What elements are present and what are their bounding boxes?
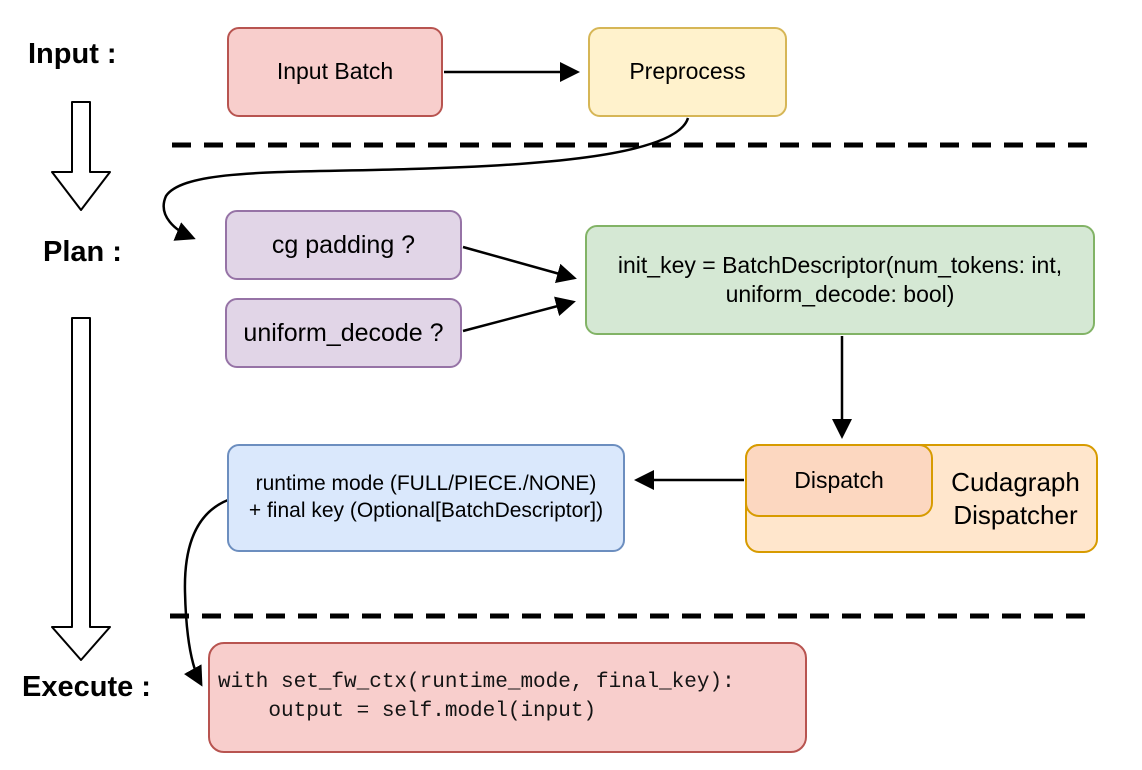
edge-cgpadding-initkey — [462, 245, 577, 284]
node-cg-padding-label: cg padding ? — [271, 231, 416, 259]
node-init-key-line1: init_key = BatchDescriptor(num_tokens: i… — [617, 251, 1063, 278]
execute-code-line1: with set_fw_ctx(runtime_mode, final_key)… — [218, 671, 735, 695]
stage-label-plan: Plan : — [43, 236, 122, 268]
node-preprocess: Preprocess — [588, 27, 787, 117]
node-runtime-mode-line2: + final key (Optional[BatchDescriptor]) — [248, 499, 604, 522]
node-input-batch: Input Batch — [227, 27, 443, 117]
node-init-key: init_key = BatchDescriptor(num_tokens: i… — [585, 225, 1095, 335]
node-uniform-decode-label: uniform_decode ? — [243, 319, 444, 347]
cudagraph-dispatcher-line1: Cudagraph — [951, 467, 1080, 497]
input-to-plan-arrow — [51, 101, 111, 211]
node-input-batch-label: Input Batch — [276, 58, 394, 85]
node-cg-padding: cg padding ? — [225, 210, 462, 280]
node-execute-code: with set_fw_ctx(runtime_mode, final_key)… — [208, 642, 807, 753]
cudagraph-dispatcher-caption: Cudagraph Dispatcher — [933, 444, 1098, 553]
cudagraph-dispatcher-line2: Dispatcher — [953, 499, 1078, 530]
node-runtime-mode: runtime mode (FULL/PIECE./NONE) + final … — [227, 444, 625, 552]
plan-to-execute-arrow — [51, 317, 111, 661]
node-dispatch-label: Dispatch — [794, 466, 884, 493]
node-init-key-line2: uniform_decode: bool) — [725, 281, 955, 307]
node-preprocess-label: Preprocess — [629, 58, 746, 85]
node-dispatch: Dispatch — [745, 444, 933, 517]
edge-uniformdecode-initkey — [462, 296, 576, 333]
node-runtime-mode-line1: runtime mode (FULL/PIECE./NONE) — [255, 472, 597, 496]
execute-code-line2: output = self.model(input) — [218, 699, 597, 723]
stage-label-input: Input : — [28, 38, 117, 70]
node-uniform-decode: uniform_decode ? — [225, 298, 462, 368]
stage-label-execute: Execute : — [22, 671, 151, 703]
